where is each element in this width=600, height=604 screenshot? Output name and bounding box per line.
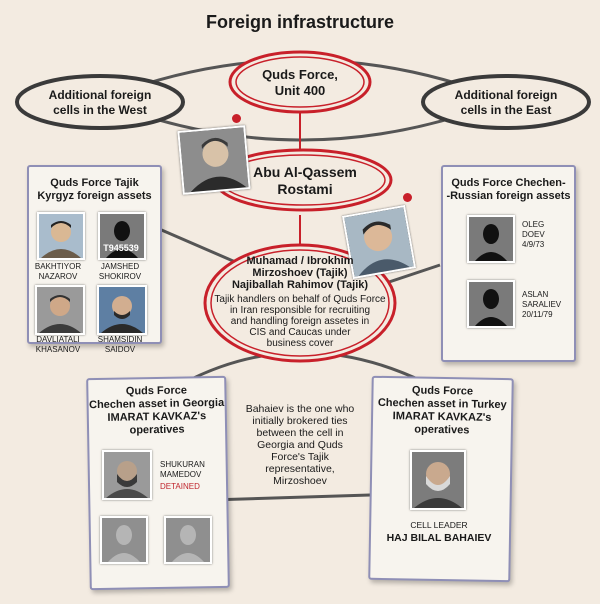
person-name: SHOKIROV [98,272,142,281]
saidov-label: SHAMSIDIN SAIDOV [89,335,151,355]
east-cells-oval [421,74,591,130]
east-cells-label: Additional foreign cells in the East [436,88,576,118]
unknown-operative-photo [100,516,148,564]
person-name: SHAMSIDIN [97,335,143,344]
pushpin-icon [232,114,241,123]
person-name: ASLAN [522,290,549,299]
handlers-oval [203,243,397,363]
handler-name-line1: Muhamad / Ibrokhim [246,255,354,267]
west-cells-line1: Additional foreign [48,88,152,102]
georgia-title4: operatives [129,423,185,437]
handlers-desc-line: Tajik handlers on behalf of Quds Force [214,294,386,305]
west-cells-line2: cells in the West [53,103,147,117]
unknown-operative-photo [164,516,212,564]
quds-unit-line1: Quds Force, [262,67,338,82]
rostami-line2: Rostami [277,181,333,197]
saraliev-photo [467,280,515,328]
note-line: Force's Tajik [271,451,329,463]
georgia-box-title: Quds Force Chechen asset in Georgia IMAR… [88,384,225,438]
rostami-label: Abu Al-Qassem Rostami [240,164,370,198]
detained-status: DETAINED [160,482,200,491]
turkey-box-title: Quds Force Chechen asset in Turkey IMARA… [373,384,512,438]
handler-name-line2: Mirzoshoev (Tajik) [252,267,348,279]
person-name: MAMEDOV [160,470,202,479]
person-date: 20/11/79 [522,310,553,319]
georgia-title3: IMARAT KAVKAZ's [107,410,207,424]
handler-name-line3: Najiballah Rahimov (Tajik) [231,279,369,291]
doev-label: OLEG DOEV 4/9/73 [522,220,570,250]
mirzoshoev-photo [341,204,417,280]
person-name: DOEV [522,230,545,239]
person-name: NAZAROV [38,272,78,281]
nazarov-photo [37,212,85,260]
nazarov-label: BAKHTIYOR NAZAROV [28,262,88,282]
rostami-line1: Abu Al-Qassem [253,164,357,180]
rostami-photo [177,125,251,195]
chechen-russian-box-title: Quds Force Chechen- -Russian foreign ass… [443,177,574,203]
cell-leader-name: HAJ BILAL BAHAIEV [386,532,492,544]
handlers-desc-line: CIS and Caucas under [249,327,351,338]
cell-leader-role: CELL LEADER [410,520,468,530]
shokirov-photo [98,212,146,260]
shokirov-label: JAMSHED SHOKIROV [90,262,150,282]
shokirov-id-tag: T945539 [103,243,139,253]
note-line: Mirzoshoev [273,475,327,487]
person-name: DAVLIATALI [36,335,80,344]
east-cells-line2: cells in the East [460,103,552,117]
pushpin-icon [403,193,412,202]
note-line: Bahaiev is the one who [245,403,355,415]
handlers-desc-line: in Iran responsible for recruiting [229,305,371,316]
west-cells-oval [15,74,185,130]
doev-photo [467,215,515,263]
quds-unit-label: Quds Force, Unit 400 [235,67,365,99]
saidov-photo [97,285,147,335]
khasanov-photo [35,285,85,335]
handlers-description: Tajik handlers on behalf of Quds Force i… [210,294,390,349]
tajik-box-title2: Kyrgyz foreign assets [37,190,152,202]
mamedov-label: SHUKURAN MAMEDOV DETAINED [160,460,220,492]
person-name: OLEG [522,220,545,229]
handlers-desc-line: and handling foreign assetes in [230,316,370,327]
note-line: initially brokered ties [252,415,348,427]
bahaiev-photo [410,450,466,510]
person-name: BAKHTIYOR [34,262,82,271]
page-title: Foreign infrastructure [205,12,395,32]
tajik-box-title1: Quds Force Tajik [50,177,139,189]
chechen-russian-title1: Quds Force Chechen- [451,177,566,189]
person-date: 4/9/73 [522,240,545,249]
chechen-russian-assets-box: Quds Force Chechen- -Russian foreign ass… [441,165,576,362]
note-line: Georgia and Quds [257,439,343,451]
east-cells-line1: Additional foreign [454,88,558,102]
handlers-desc-line: business cover [266,338,334,349]
person-name: SARALIEV [522,300,562,309]
saraliev-label: ASLAN SARALIEV 20/11/79 [522,290,570,320]
khasanov-label: DAVLIATALI KHASANOV [27,335,89,355]
note-line: between the cell in [256,427,344,439]
person-name: SAIDOV [104,345,136,354]
person-name: JAMSHED [100,262,140,271]
west-cells-label: Additional foreign cells in the West [30,88,170,118]
turkey-title4: operatives [414,423,470,437]
quds-unit-line2: Unit 400 [274,83,326,98]
turkey-title3: IMARAT KAVKAZ's [392,410,492,424]
chechen-russian-title2: -Russian foreign assets [446,190,571,202]
person-name: SHUKURAN [160,460,205,469]
note-line: representative, [265,463,335,475]
person-name: KHASANOV [35,345,81,354]
mamedov-photo [102,450,152,500]
handlers-names: Muhamad / Ibrokhim Mirzoshoev (Tajik) Na… [215,255,385,291]
brokered-ties-note: Bahaiev is the one who initially brokere… [228,403,372,487]
quds-unit-oval [228,50,372,114]
tajik-box-title: Quds Force Tajik Kyrgyz foreign assets [29,177,160,203]
